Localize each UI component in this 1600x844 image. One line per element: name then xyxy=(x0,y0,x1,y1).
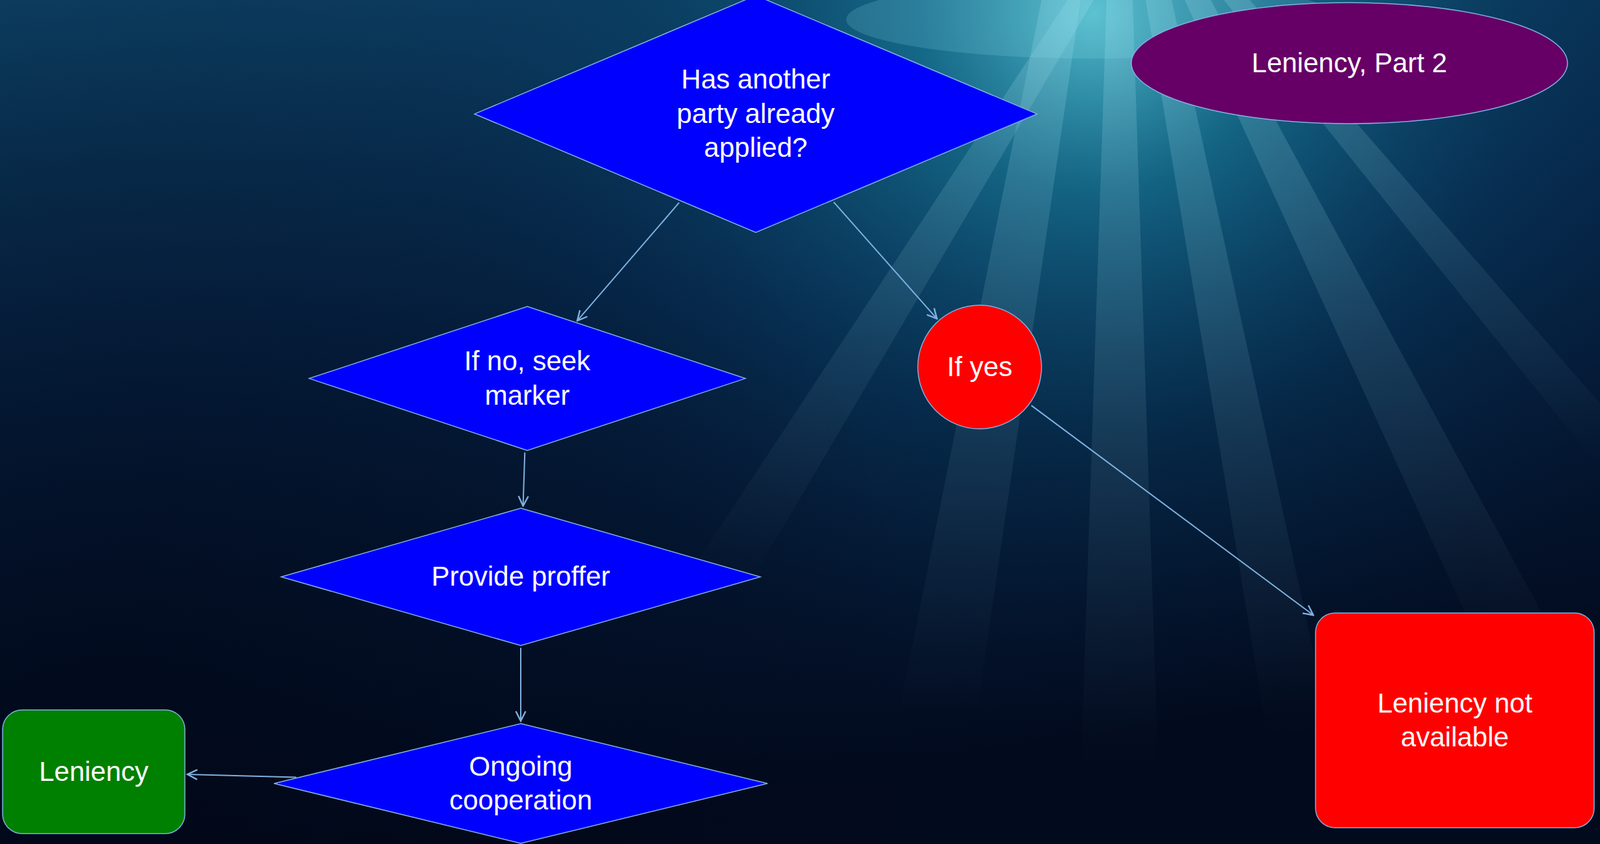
text-holder: Provide proffer xyxy=(280,507,761,647)
diamond-shape xyxy=(474,0,1037,233)
text-holder: Ongoing cooperation xyxy=(273,723,769,844)
flow-arrow xyxy=(523,452,526,506)
title-ellipse: Leniency, Part 2 xyxy=(1130,1,1569,125)
step-diamond: Ongoing cooperation xyxy=(273,723,769,844)
text-holder: Leniency not available xyxy=(1314,612,1595,829)
node-text: If no, seek marker xyxy=(445,344,609,413)
diamond-shape xyxy=(309,306,746,451)
diamond-shape xyxy=(281,508,761,646)
text-holder: Has another party already applied? xyxy=(473,0,1038,234)
decision-diamond: If no, seek marker xyxy=(308,305,746,452)
text-holder: If no, seek marker xyxy=(308,305,746,452)
node-text: Ongoing cooperation xyxy=(436,749,606,819)
flow-arrow xyxy=(1031,405,1313,616)
diamond-shape xyxy=(274,723,768,844)
circle-shape xyxy=(917,305,1042,429)
decision-diamond: Has another party already applied? xyxy=(473,0,1038,234)
ellipse-shape xyxy=(1131,2,1568,124)
node-text: Leniency xyxy=(39,755,149,790)
node-text: If yes xyxy=(947,350,1013,385)
outcome-box: Leniency xyxy=(1,709,186,835)
node-text: Provide proffer xyxy=(431,559,611,595)
flow-arrow xyxy=(520,648,522,722)
rect-shape xyxy=(1315,613,1595,828)
node-outline xyxy=(308,305,746,452)
flow-arrow xyxy=(187,774,297,778)
answer-circle: If yes xyxy=(917,304,1043,430)
node-outline xyxy=(1314,612,1595,829)
text-holder: Leniency xyxy=(1,709,186,835)
text-holder: If yes xyxy=(917,304,1043,430)
text-holder: Leniency, Part 2 xyxy=(1130,1,1569,125)
node-text: Leniency not available xyxy=(1347,686,1563,756)
step-diamond: Provide proffer xyxy=(280,507,761,647)
light-ray xyxy=(1080,0,1159,782)
rect-shape xyxy=(2,710,185,834)
outcome-box: Leniency not available xyxy=(1314,612,1595,829)
flow-arrow xyxy=(833,202,938,319)
flow-arrow xyxy=(577,202,680,321)
node-outline xyxy=(273,723,769,844)
node-text: Has another party already applied? xyxy=(661,62,851,166)
node-text: Leniency, Part 2 xyxy=(1251,46,1448,81)
